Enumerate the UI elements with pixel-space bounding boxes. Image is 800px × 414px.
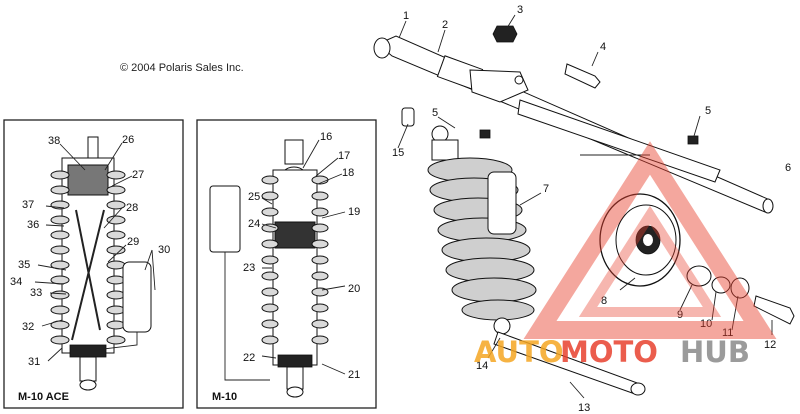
copyright-notice: © 2004 Polaris Sales Inc.: [120, 62, 244, 74]
m10-shock-box: 16 17 18 25 24 19 23 20 22 21 M-10: [196, 119, 377, 409]
callout-8: 8: [601, 295, 607, 307]
watermark-triangle-logo: [523, 141, 777, 339]
rear-arm-assembly: 1 2 3 4 5 5 6 7 8 9 10 11 12 13 14 15: [373, 4, 795, 414]
callout-9: 9: [677, 309, 683, 321]
watermark-text-moto: MOTO: [560, 335, 658, 369]
callout-10: 10: [700, 318, 712, 330]
washer-10: [711, 276, 731, 294]
nut-5a: [479, 129, 491, 139]
bolt-12: [753, 295, 795, 325]
mount-bracket: [469, 69, 529, 103]
callout-29: 29: [127, 236, 139, 248]
rear-shock-spring: [427, 125, 537, 335]
callout-15: 15: [392, 147, 404, 159]
callout-7: 7: [543, 183, 549, 195]
callout-38: 38: [48, 135, 60, 147]
callout-14: 14: [476, 360, 488, 372]
callout-12: 12: [764, 339, 776, 351]
callout-5-left: 5: [432, 107, 438, 119]
callout-23: 23: [243, 262, 255, 274]
callout-13: 13: [578, 402, 590, 414]
watermark-text-auto: AUTO: [474, 335, 564, 369]
nut-3: [492, 25, 518, 43]
callout-5-right: 5: [705, 105, 711, 117]
callout-26: 26: [122, 134, 134, 146]
automotohub-watermark: AUTO MOTO HUB: [474, 141, 777, 369]
callout-16: 16: [320, 131, 332, 143]
callout-3: 3: [517, 4, 523, 16]
callout-1: 1: [403, 10, 409, 22]
callout-34: 34: [10, 276, 22, 288]
callout-2: 2: [442, 19, 448, 31]
callout-19: 19: [348, 206, 360, 218]
callout-36: 36: [27, 219, 39, 231]
bushing-15: [401, 107, 415, 127]
idler-wheel-8: [599, 193, 681, 287]
washer-11: [730, 277, 750, 299]
m10-shock-illustration: [209, 139, 329, 398]
callout-27: 27: [132, 169, 144, 181]
watermark-text-hub: HUB: [680, 335, 750, 369]
callout-30: 30: [158, 244, 170, 256]
callout-18: 18: [342, 167, 354, 179]
spacer-9: [686, 265, 712, 287]
callout-17: 17: [338, 150, 350, 162]
m10-ace-shock-box: 38 26 27 37 36 28 29 30 35 34 33 32 31 M…: [3, 119, 184, 409]
callout-31: 31: [28, 356, 40, 368]
callout-6: 6: [785, 162, 791, 174]
callout-37: 37: [22, 199, 34, 211]
callout-22: 22: [243, 352, 255, 364]
callout-25: 25: [248, 191, 260, 203]
callout-28: 28: [126, 202, 138, 214]
callout-21: 21: [348, 369, 360, 381]
callout-33: 33: [30, 287, 42, 299]
m10-box-frame: [196, 119, 377, 409]
m10-box-title: M-10: [212, 391, 237, 403]
callout-11: 11: [722, 327, 733, 339]
callout-24: 24: [248, 218, 260, 230]
ace-box-frame: [3, 119, 184, 409]
callout-32: 32: [22, 321, 34, 333]
callout-4: 4: [600, 41, 606, 53]
bolt-4: [564, 63, 601, 89]
callout-20: 20: [348, 283, 360, 295]
ace-box-title: M-10 ACE: [18, 391, 69, 403]
callout-35: 35: [18, 259, 30, 271]
ace-shock-illustration: [50, 136, 152, 391]
nut-5b: [687, 135, 699, 145]
